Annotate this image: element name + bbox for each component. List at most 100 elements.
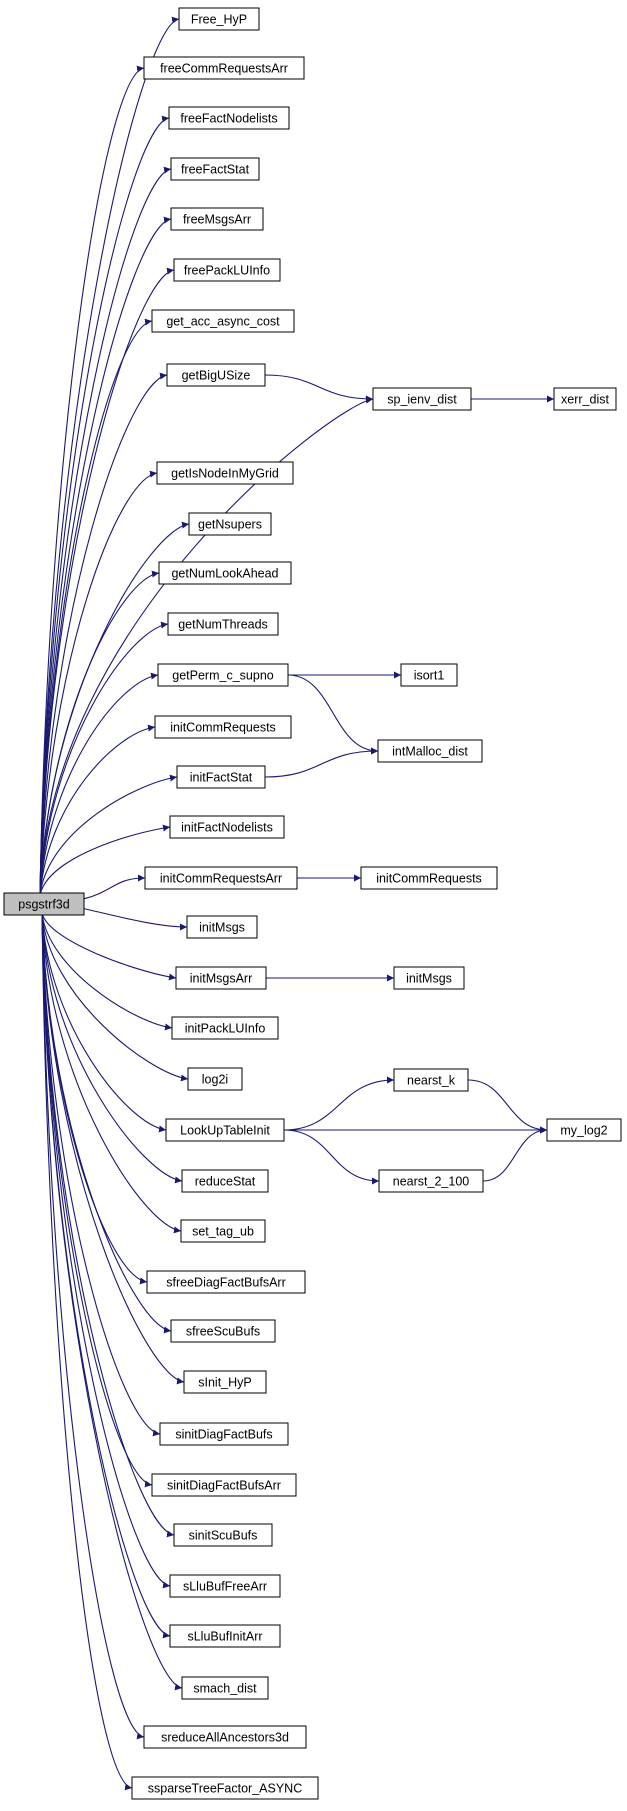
node-get-num-look-ahead[interactable]: getNumLookAhead: [158, 561, 292, 585]
node-label: nearst_k: [407, 1074, 456, 1088]
edge-root-to-sfree-scu-bufs: [41, 912, 172, 1334]
edge-root-to-sinit-hyp: [41, 912, 185, 1385]
node-box: [146, 1270, 306, 1294]
node-box: [159, 1422, 289, 1446]
node-init-comm-requests[interactable]: initCommRequests: [154, 715, 292, 739]
node-sfree-scu-bufs[interactable]: sfreeScuBufs: [170, 1319, 276, 1343]
edge-root-to-free-fact-nodelists: [39, 115, 170, 896]
node-box: [170, 207, 264, 231]
edge-root-to-init-comm-requests-arr: [83, 874, 146, 900]
node-int-malloc-dist[interactable]: intMalloc_dist: [377, 739, 483, 763]
node-get-perm-c-supno[interactable]: getPerm_c_supno: [157, 663, 289, 687]
nodes-layer: psgstrf3d Free_HyP freeCommRequestsArr free…: [3, 7, 622, 1800]
node-label: set_tag_ub: [192, 1225, 254, 1239]
edges-layer: [39, 16, 554, 1791]
node-look-up-table-init[interactable]: LookUpTableInit: [165, 1118, 285, 1142]
node-label: freeCommRequestsArr: [160, 62, 288, 76]
node-root[interactable]: psgstrf3d: [3, 892, 85, 916]
node-xerr-dist[interactable]: xerr_dist: [553, 387, 617, 411]
node-sinit-scu-bufs[interactable]: sinitScuBufs: [173, 1523, 273, 1547]
node-box: [393, 966, 465, 990]
node-box: [144, 866, 298, 890]
node-label: getNsupers: [198, 518, 262, 532]
node-label: getNumThreads: [178, 618, 268, 632]
node-label: intMalloc_dist: [392, 745, 468, 759]
node-box: [156, 461, 294, 485]
node-box: [170, 157, 260, 181]
edge-root-to-init-comm-requests: [39, 724, 156, 896]
node-label: initMsgs: [406, 972, 452, 986]
node-label: sinitDiagFactBufsArr: [167, 1479, 281, 1493]
node-label: log2i: [202, 1073, 228, 1087]
node-free-fact-stat[interactable]: freeFactStat: [170, 157, 260, 181]
node-set-tag-ub[interactable]: set_tag_ub: [180, 1219, 266, 1243]
node-label: my_log2: [560, 1124, 607, 1138]
edge-root-to-set-tag-ub: [41, 912, 182, 1234]
node-smach-dist[interactable]: smach_dist: [181, 1676, 269, 1700]
node-sreduce-all-ancestors-3d[interactable]: sreduceAllAncestors3d: [143, 1725, 307, 1749]
node-log2i[interactable]: log2i: [187, 1067, 243, 1091]
node-label: sinitScuBufs: [189, 1529, 258, 1543]
node-isort1[interactable]: isort1: [400, 663, 458, 687]
node-init-comm-requests-2[interactable]: initCommRequests: [360, 866, 498, 890]
node-label: LookUpTableInit: [180, 1124, 270, 1138]
node-init-comm-requests-arr[interactable]: initCommRequestsArr: [144, 866, 298, 890]
edge-root-to-log2i: [41, 912, 189, 1082]
node-free-fact-nodelists[interactable]: freeFactNodelists: [168, 106, 290, 130]
node-label: initFactNodelists: [181, 821, 273, 835]
node-box: [158, 561, 292, 585]
node-free-comm-requests-arr[interactable]: freeCommRequestsArr: [143, 56, 305, 80]
node-slu-buf-free-arr[interactable]: sLluBufFreeArr: [169, 1574, 281, 1598]
node-sfree-diag-fact-bufs-arr[interactable]: sfreeDiagFactBufsArr: [146, 1270, 306, 1294]
node-sinit-hyp[interactable]: sInit_HyP: [183, 1370, 267, 1394]
edge-nearst-k-to-my-log2: [467, 1079, 548, 1134]
edge-get-big-u-size-to-sp-ienv-dist: [264, 374, 374, 403]
edge-root-to-init-msgs: [83, 908, 188, 931]
node-get-acc-async-cost[interactable]: get_acc_async_cost: [151, 309, 295, 333]
edge-root-to-get-perm-c-supno: [39, 672, 159, 896]
node-nearst-k[interactable]: nearst_k: [393, 1068, 469, 1092]
node-init-msgs-2[interactable]: initMsgs: [393, 966, 465, 990]
edge-get-perm-c-supno-to-int-malloc-dist: [287, 674, 379, 755]
node-box: [176, 765, 266, 789]
edge-root-to-free-msgs-arr: [39, 216, 172, 896]
node-my-log2[interactable]: my_log2: [546, 1118, 622, 1142]
node-init-fact-stat[interactable]: initFactStat: [176, 765, 266, 789]
node-sp-ienv-dist[interactable]: sp_ienv_dist: [372, 387, 472, 411]
edge-root-to-look-up-table-init: [41, 912, 167, 1133]
node-init-msgs-arr[interactable]: initMsgsArr: [175, 966, 267, 990]
node-label: reduceStat: [195, 1175, 256, 1189]
node-get-is-node-in-my-grid[interactable]: getIsNodeInMyGrid: [156, 461, 294, 485]
node-reduce-stat[interactable]: reduceStat: [181, 1169, 269, 1193]
node-init-fact-nodelists[interactable]: initFactNodelists: [169, 815, 285, 839]
node-sinit-diag-fact-bufs[interactable]: sinitDiagFactBufs: [159, 1422, 289, 1446]
node-label: freeFactNodelists: [180, 112, 277, 126]
edge-root-to-sp-ienv-dist: [39, 396, 374, 896]
node-box: [157, 663, 289, 687]
edge-root-to-init-fact-stat: [39, 774, 178, 896]
node-ssparse-tree-factor-async[interactable]: ssparseTreeFactor_ASYNC: [131, 1776, 319, 1800]
node-init-pack-lu-info[interactable]: initPackLUInfo: [171, 1016, 279, 1040]
node-free-msgs-arr[interactable]: freeMsgsArr: [170, 207, 264, 231]
node-free-hyp[interactable]: Free_HyP: [178, 7, 260, 31]
node-sinit-diag-fact-bufs-arr[interactable]: sinitDiagFactBufsArr: [151, 1473, 297, 1497]
node-box: [167, 612, 279, 636]
node-label: sLluBufInitArr: [187, 1630, 262, 1644]
node-get-nsupers[interactable]: getNsupers: [188, 512, 272, 536]
node-label: initPackLUInfo: [185, 1022, 266, 1036]
node-box: [181, 1676, 269, 1700]
edge-root-to-get-big-u-size: [39, 372, 168, 896]
node-box: [378, 1169, 484, 1193]
edge-root-to-init-fact-nodelists: [39, 824, 171, 896]
node-box: [377, 739, 483, 763]
node-label: getPerm_c_supno: [172, 669, 274, 683]
node-free-pack-lu-info[interactable]: freePackLUInfo: [173, 258, 281, 282]
node-init-msgs[interactable]: initMsgs: [186, 915, 258, 939]
node-slu-buf-init-arr[interactable]: sLluBufInitArr: [169, 1624, 281, 1648]
edge-root-to-get-is-node-in-my-grid: [39, 470, 158, 896]
node-get-big-u-size[interactable]: getBigUSize: [166, 363, 266, 387]
node-label: smach_dist: [193, 1682, 257, 1696]
node-get-num-threads[interactable]: getNumThreads: [167, 612, 279, 636]
node-nearst-2-100[interactable]: nearst_2_100: [378, 1169, 484, 1193]
edge-root-to-smach-dist: [41, 912, 183, 1691]
